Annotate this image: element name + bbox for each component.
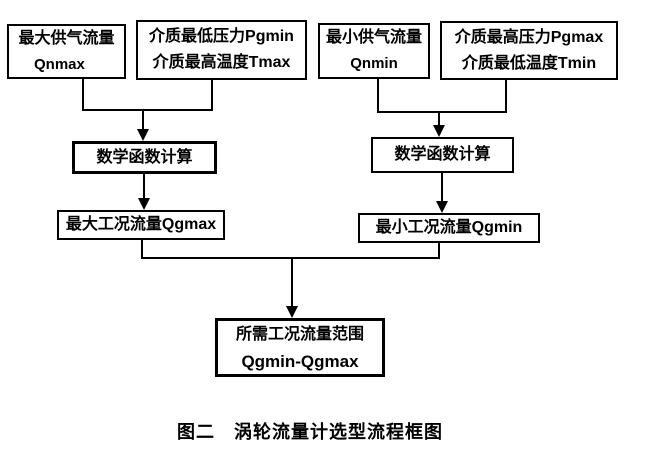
connector-right-top-merge — [377, 79, 507, 127]
arrowhead-qgmin — [436, 201, 448, 213]
node-max-supply-flow: 最大供气流量 Qnmax — [7, 24, 126, 79]
node-label: 介质最高压力Pgmax — [454, 28, 604, 46]
node-math-function-calc-right: 数学函数计算 — [371, 137, 514, 173]
node-max-working-flow: 最大工况流量Qgmax — [57, 210, 225, 240]
node-symbol: Qnmin — [350, 55, 398, 72]
figure-caption: 图二 涡轮流量计选型流程框图 — [177, 422, 443, 442]
node-label: 数学函数计算 — [394, 146, 491, 163]
node-min-working-flow: 最小工况流量Qgmin — [358, 213, 540, 243]
node-max-pressure-min-temp: 介质最高压力Pgmax 介质最低温度Tmin — [440, 21, 618, 80]
node-label: 最小工况流量Qgmin — [375, 219, 523, 236]
node-label: 最大工况流量Qgmax — [65, 216, 217, 233]
node-label: 介质最低温度Tmin — [461, 54, 597, 72]
arrowhead-left-math — [137, 129, 149, 141]
node-label: 所需工况流量范围 — [235, 325, 364, 343]
arrowhead-result — [286, 306, 298, 318]
node-label: 最大供气流量 — [18, 29, 115, 47]
node-min-pressure-max-temp: 介质最低压力Pgmin 介质最高温度Tmax — [136, 20, 307, 80]
node-min-supply-flow: 最小供气流量 Qnmin — [318, 23, 430, 79]
node-label: 介质最高温度Tmax — [152, 54, 291, 71]
arrowhead-qgmax — [138, 198, 150, 210]
node-math-function-calc-left: 数学函数计算 — [72, 141, 217, 174]
connector-left-top-merge — [82, 79, 213, 131]
node-label: 数学函数计算 — [96, 148, 193, 166]
connector-bottom-merge — [141, 240, 440, 308]
arrowhead-right-math — [433, 125, 445, 137]
node-label: 介质最低压力Pgmin — [149, 28, 294, 45]
node-required-flow-range: 所需工况流量范围 Qgmin-Qgmax — [215, 318, 385, 377]
node-label: 最小供气流量 — [325, 29, 422, 46]
node-symbol: Qgmin-Qgmax — [241, 351, 359, 371]
node-symbol: Qnmax — [34, 55, 85, 73]
